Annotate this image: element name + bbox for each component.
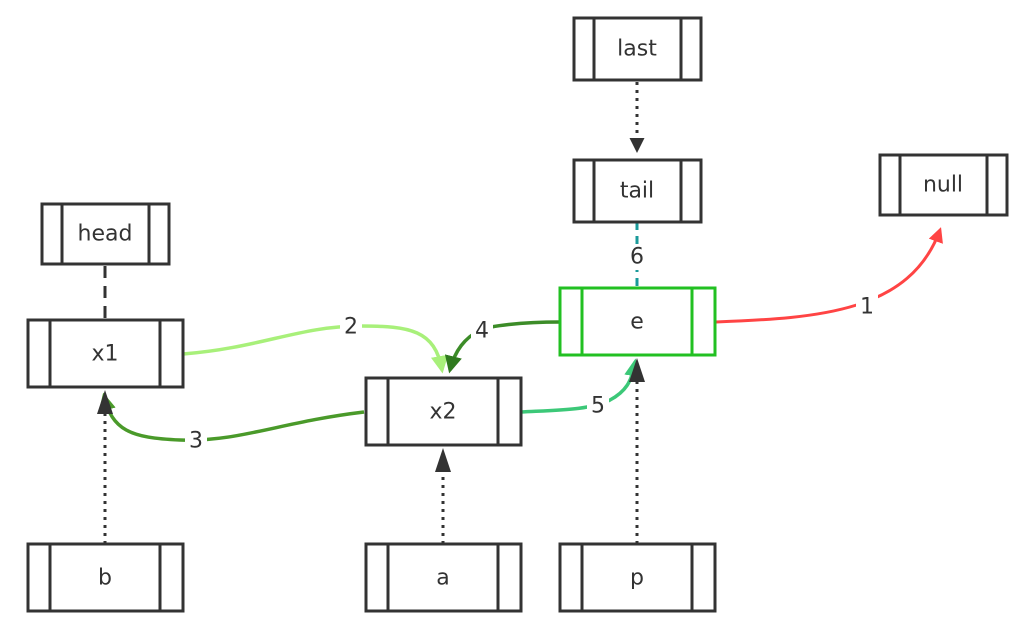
node-label-tail: tail bbox=[620, 179, 654, 204]
edge-label-6: 6 bbox=[630, 245, 644, 270]
node-label-x1: x1 bbox=[91, 342, 118, 367]
edge-label-2: 2 bbox=[344, 315, 358, 340]
node-label-head: head bbox=[78, 222, 133, 247]
node-label-b: b bbox=[98, 566, 112, 591]
node-label-p: p bbox=[630, 566, 644, 591]
edge-p-e bbox=[629, 358, 645, 544]
node-label-a: a bbox=[436, 566, 449, 591]
edge-3: 3 bbox=[98, 392, 365, 454]
edge-5: 5 bbox=[520, 358, 642, 419]
edge-4: 4 bbox=[444, 318, 561, 374]
node-p: p bbox=[558, 542, 717, 613]
edge-2: 2 bbox=[182, 314, 449, 374]
node-tail: tail bbox=[572, 158, 703, 224]
node-e: e bbox=[558, 286, 717, 357]
node-x1: x1 bbox=[26, 318, 185, 389]
node-a: a bbox=[364, 542, 523, 613]
edge-label-3: 3 bbox=[189, 429, 203, 454]
edge-label-5: 5 bbox=[591, 394, 605, 419]
node-label-last: last bbox=[617, 37, 657, 62]
node-head: head bbox=[40, 202, 171, 266]
node-label-x2: x2 bbox=[429, 400, 456, 425]
node-label-e: e bbox=[630, 310, 644, 335]
node-b: b bbox=[26, 542, 185, 613]
edge-b-x1 bbox=[97, 390, 113, 544]
node-null: null bbox=[878, 153, 1009, 217]
edge-1: 1 bbox=[715, 227, 943, 324]
edge-6: 6 bbox=[626, 222, 648, 288]
node-label-null: null bbox=[923, 173, 963, 198]
node-x2: x2 bbox=[364, 376, 523, 447]
edge-label-4: 4 bbox=[475, 319, 489, 344]
edge-a-x2 bbox=[435, 448, 451, 544]
edge-label-1: 1 bbox=[860, 295, 874, 320]
node-last: last bbox=[572, 16, 703, 82]
